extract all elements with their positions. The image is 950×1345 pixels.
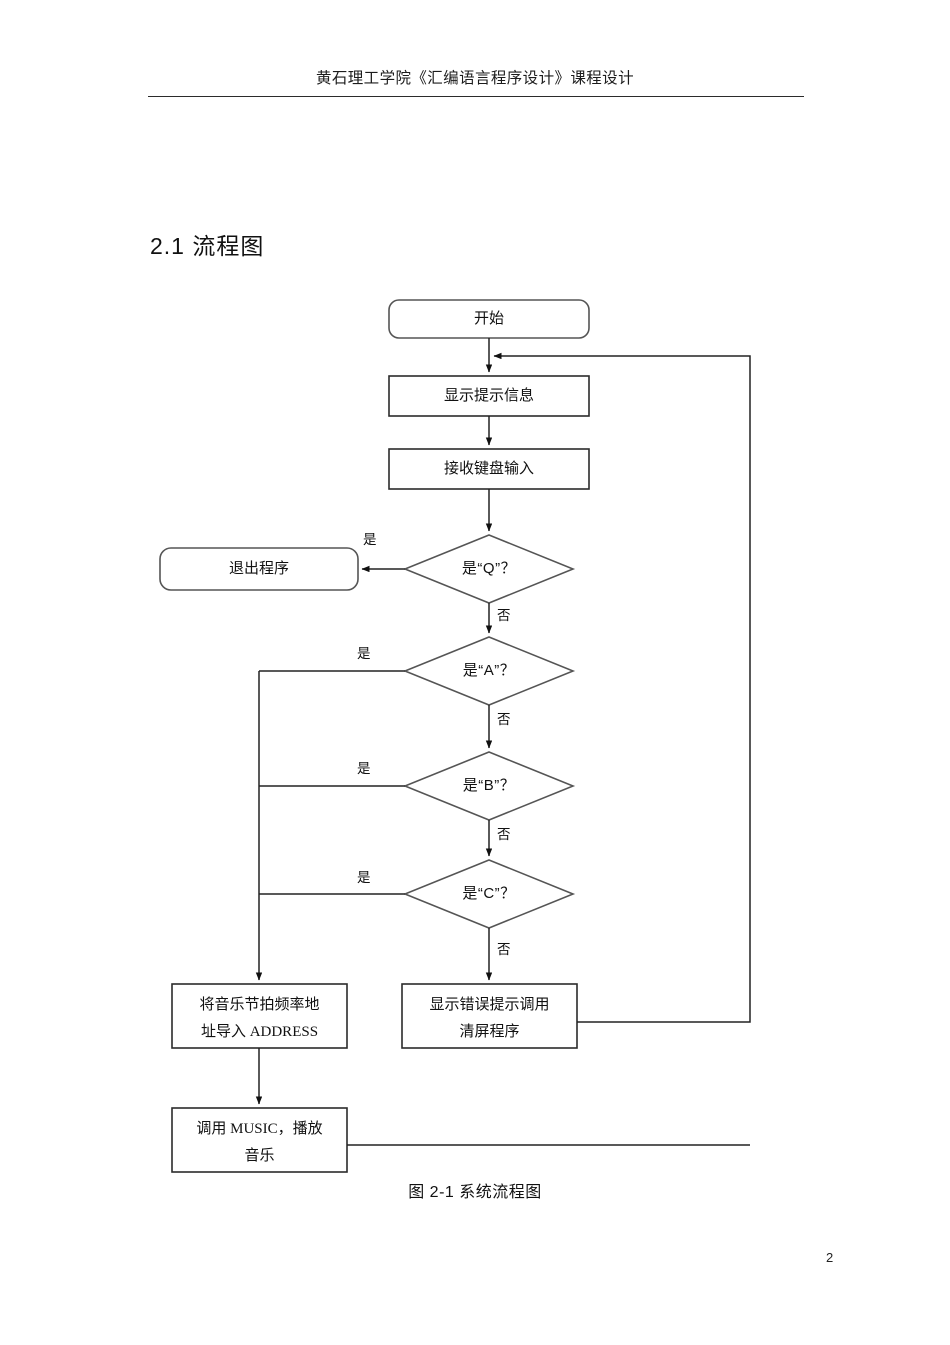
node-decision-q <box>402 534 576 604</box>
header-divider <box>148 96 804 97</box>
section-heading: 2.1 流程图 <box>150 233 265 259</box>
node-input <box>388 448 590 490</box>
edge-label-q-yes: 是 <box>363 532 377 547</box>
edge-label-c-yes: 是 <box>357 870 371 885</box>
edge-label-a-yes: 是 <box>357 646 371 661</box>
edge-label-q-no: 否 <box>497 608 511 623</box>
node-prompt <box>388 375 590 417</box>
node-address <box>171 983 348 1049</box>
figure-caption: 图 2-1 系统流程图 <box>408 1184 542 1201</box>
edge-label-a-no: 否 <box>497 712 511 727</box>
document-header: 黄石理工学院《汇编语言程序设计》课程设计 <box>315 70 634 87</box>
node-decision-c <box>402 859 576 929</box>
node-error <box>401 983 578 1049</box>
edge-error-feedback <box>493 352 751 1023</box>
node-start <box>388 299 590 339</box>
node-decision-b <box>402 751 576 821</box>
node-decision-a <box>402 636 576 706</box>
edge-label-b-yes: 是 <box>357 761 371 776</box>
page-number: 2 <box>826 1250 834 1265</box>
edge-label-c-no: 否 <box>497 942 511 957</box>
node-music <box>171 1107 348 1173</box>
edge-label-b-no: 否 <box>497 827 511 842</box>
node-quit <box>159 547 359 591</box>
